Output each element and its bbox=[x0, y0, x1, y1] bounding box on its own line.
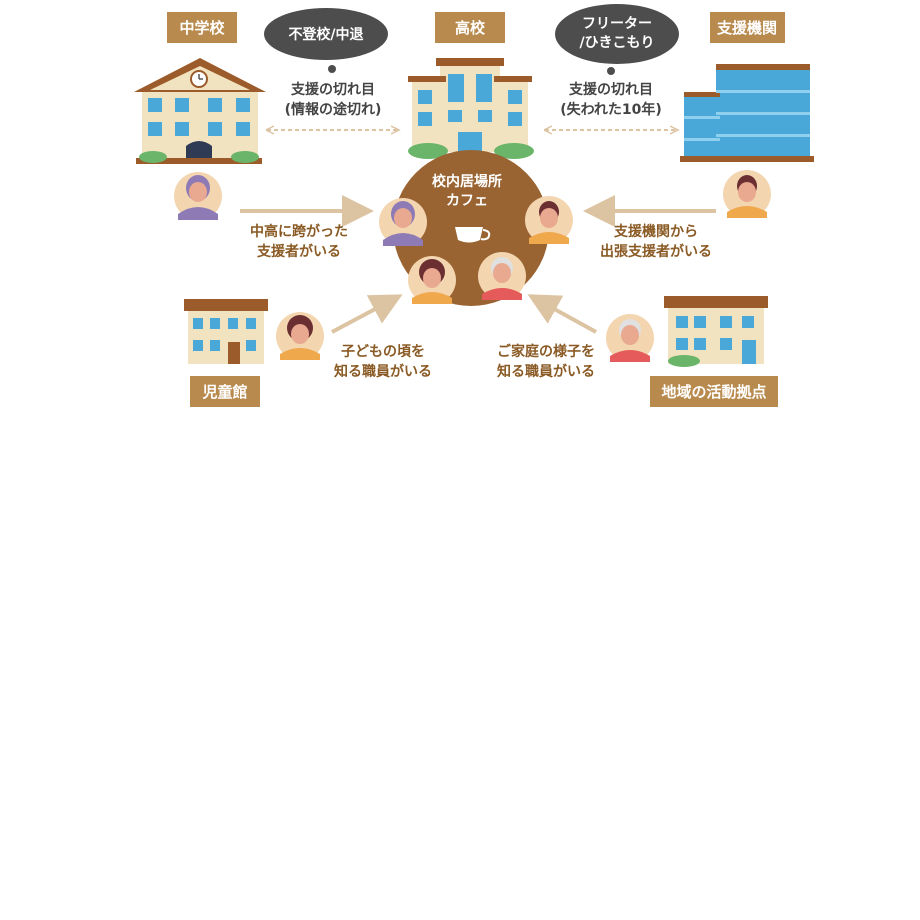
arrow-childhood-to-hub bbox=[331, 294, 403, 334]
avatar-family-staff bbox=[606, 314, 654, 362]
gap-right-line-1: 支援の切れ目 bbox=[568, 81, 653, 98]
bubble-right-text-2: /ひきこもり bbox=[579, 35, 654, 51]
coffee-cup-icon bbox=[455, 227, 491, 243]
tag-community-base: 地域の活動拠点 bbox=[650, 376, 778, 407]
gap-left-line-1: 支援の切れ目 bbox=[290, 81, 375, 98]
avatar-dispatched-supporter bbox=[723, 170, 771, 218]
tag-junior-high: 中学校 bbox=[167, 12, 237, 43]
desc-dispatched-line-2: 出張支援者がいる bbox=[600, 243, 712, 260]
childrens-hall-building bbox=[184, 299, 268, 364]
hub-line-1: 校内居場所 bbox=[432, 173, 502, 190]
avatar-hub-supporter-left bbox=[379, 198, 427, 246]
bubble-left: 不登校/中退 bbox=[264, 8, 388, 73]
tag-community-base-label: 地域の活動拠点 bbox=[661, 383, 766, 401]
community-base-building bbox=[664, 296, 768, 367]
tag-childrens-hall-label: 児童館 bbox=[201, 383, 247, 401]
bubble-left-text: 不登校/中退 bbox=[288, 26, 363, 43]
desc-childhood-line-1: 子どもの頃を bbox=[341, 344, 425, 360]
gap-right-line-2: (失われた10年) bbox=[560, 101, 662, 118]
avatar-hub-family-staff bbox=[478, 252, 526, 300]
tag-high-school-label: 高校 bbox=[455, 19, 486, 37]
desc-family-line-2: 知る職員がいる bbox=[497, 363, 595, 380]
gap-left-line-2: (情報の途切れ) bbox=[285, 101, 382, 118]
junior-high-building bbox=[134, 58, 266, 164]
avatar-childhood-staff bbox=[276, 312, 324, 360]
support-org-building bbox=[680, 64, 814, 162]
desc-cross-school-line-1: 中高に跨がった bbox=[250, 223, 348, 240]
bubble-right: フリーター /ひきこもり bbox=[555, 4, 679, 75]
avatar-cross-school-supporter bbox=[174, 172, 222, 220]
bubble-right-text-1: フリーター bbox=[582, 16, 652, 32]
tag-support-org: 支援機関 bbox=[710, 12, 785, 43]
avatar-hub-childhood-staff bbox=[408, 256, 456, 304]
desc-childhood-line-2: 知る職員がいる bbox=[334, 363, 432, 380]
high-school-building bbox=[408, 58, 534, 159]
tag-support-org-label: 支援機関 bbox=[716, 19, 777, 37]
tag-high-school: 高校 bbox=[435, 12, 505, 43]
tag-junior-high-label: 中学校 bbox=[179, 19, 225, 37]
hub-line-2: カフェ bbox=[446, 193, 488, 209]
avatar-hub-supporter-right bbox=[525, 196, 573, 244]
arrow-family-to-hub bbox=[527, 294, 597, 334]
desc-dispatched-line-1: 支援機関から bbox=[613, 223, 698, 240]
desc-cross-school-line-2: 支援者がいる bbox=[256, 243, 341, 260]
desc-family-line-1: ご家庭の様子を bbox=[497, 343, 595, 360]
tag-childrens-hall: 児童館 bbox=[190, 376, 260, 407]
